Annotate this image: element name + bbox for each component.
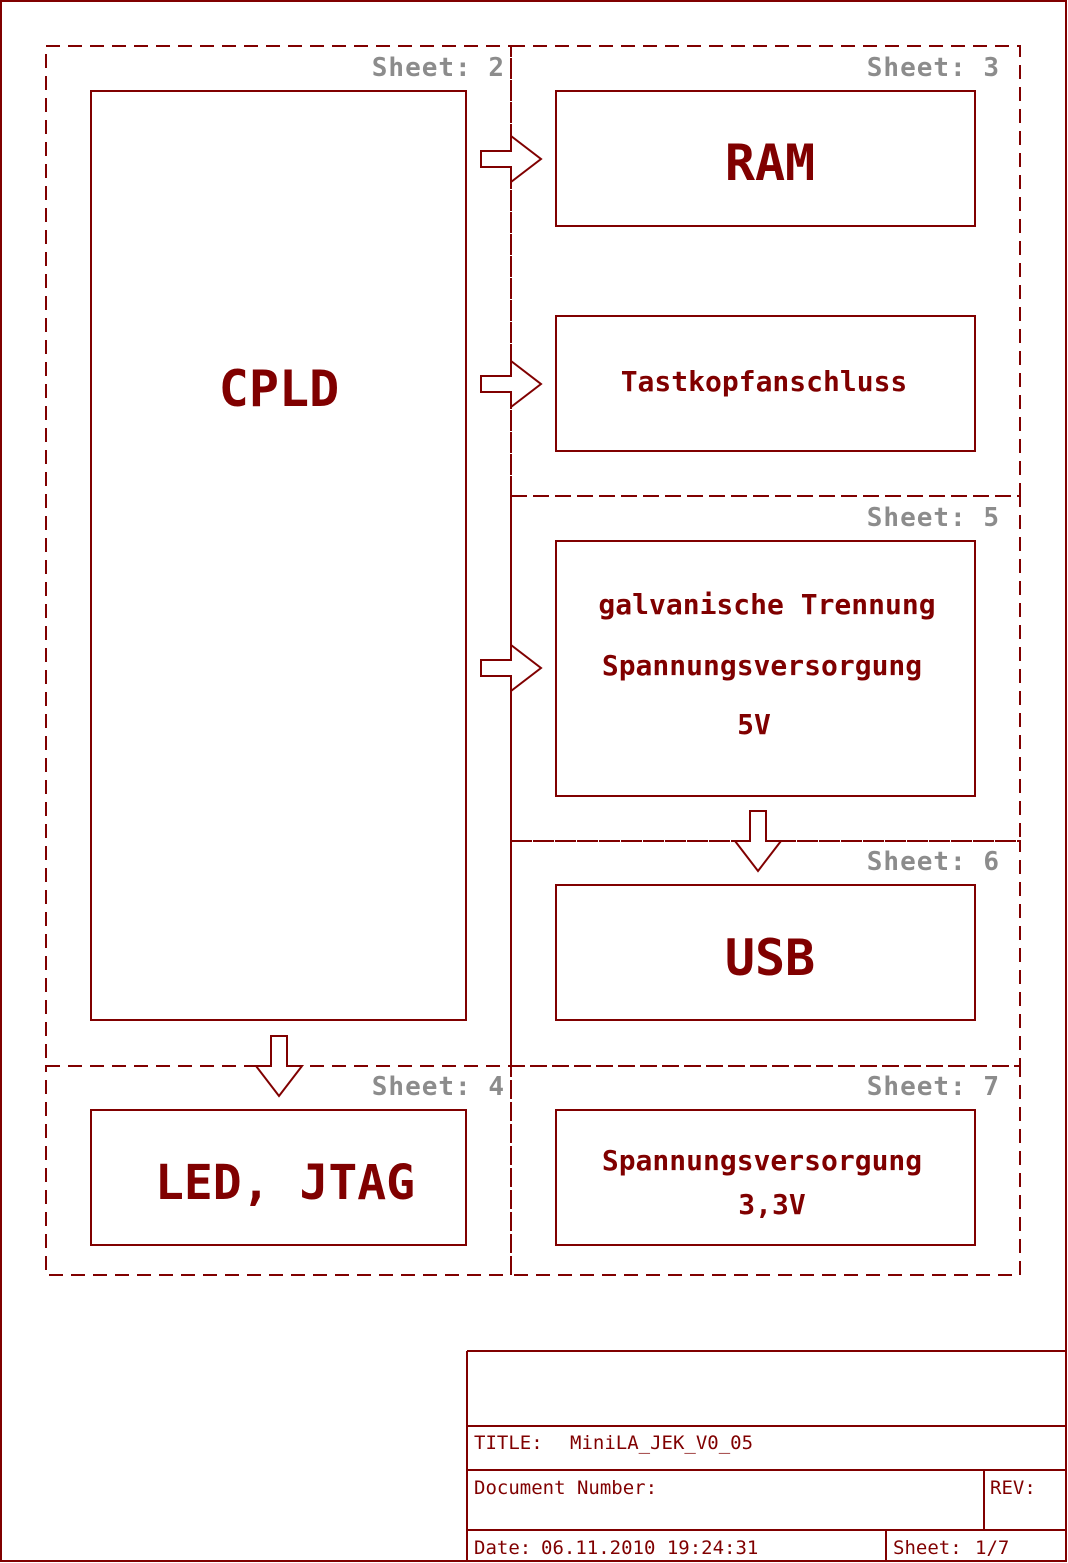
sheet-value: 1/7 <box>975 1537 1009 1559</box>
led-jtag-label: LED, JTAG <box>155 1155 415 1211</box>
ram-block[interactable] <box>555 90 976 227</box>
arrow-cpld-to-led-jtag <box>253 1035 305 1098</box>
arrow-cpld-to-probe <box>480 358 543 410</box>
sheet-7-region <box>510 1065 1021 1276</box>
isolation-line3: 5V <box>737 708 771 741</box>
probe-label: Tastkopfanschluss <box>621 365 908 398</box>
sheet-7-label: Sheet: 7 <box>867 1072 1000 1102</box>
date-label: Date: <box>474 1537 531 1559</box>
cpld-block[interactable] <box>90 90 467 1021</box>
led-jtag-block[interactable] <box>90 1109 467 1246</box>
title-value: MiniLA_JEK_V0_05 <box>570 1432 753 1454</box>
sheet-5-label: Sheet: 5 <box>867 503 1000 533</box>
usb-block[interactable] <box>555 884 976 1021</box>
sheet-4-label: Sheet: 4 <box>372 1072 505 1102</box>
date-value: 06.11.2010 19:24:31 <box>541 1537 758 1559</box>
cpld-label: CPLD <box>219 360 339 418</box>
title-label: TITLE: <box>474 1432 543 1454</box>
rev-label: REV: <box>990 1477 1036 1499</box>
probe-block[interactable] <box>555 315 976 452</box>
isolation-line2: Spannungsversorgung <box>602 649 922 682</box>
arrow-cpld-to-ram <box>480 133 543 185</box>
sheet-3-region <box>510 45 1021 497</box>
isolation-block[interactable] <box>555 540 976 797</box>
sheet-3-label: Sheet: 3 <box>867 53 1000 83</box>
ram-label: RAM <box>725 134 815 192</box>
arrow-isolation-to-usb <box>732 810 784 873</box>
isolation-line1: galvanische Trennung <box>598 588 935 621</box>
sheet-2-region <box>45 45 512 1067</box>
power33-block[interactable] <box>555 1109 976 1246</box>
power33-line1: Spannungsversorgung <box>602 1144 922 1177</box>
usb-label: USB <box>725 929 815 987</box>
title-block <box>466 1350 1066 1561</box>
sheet-6-label: Sheet: 6 <box>867 847 1000 877</box>
power33-line2: 3,3V <box>738 1188 806 1221</box>
document-number-label: Document Number: <box>474 1477 657 1499</box>
sheet-label: Sheet: <box>893 1537 962 1559</box>
arrow-cpld-to-isolation <box>480 642 543 694</box>
sheet-2-label: Sheet: 2 <box>372 53 505 83</box>
